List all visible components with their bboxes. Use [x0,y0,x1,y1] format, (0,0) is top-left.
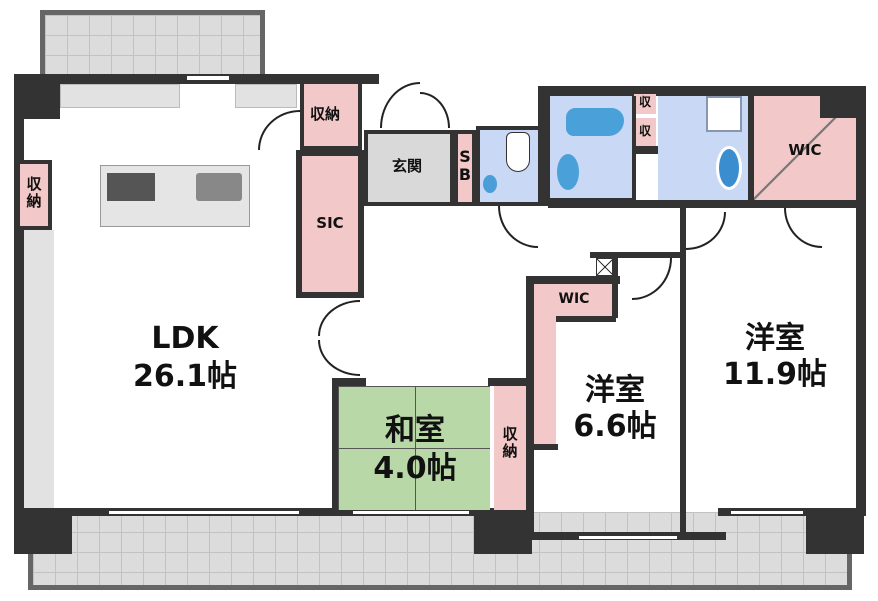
wic-label: WIC [558,291,590,307]
door[interactable] [686,212,726,250]
wall [332,382,338,512]
storage-bath-2 [634,118,656,146]
wall [632,146,658,154]
door[interactable] [498,206,538,248]
door[interactable] [784,208,822,248]
wic-top [754,96,856,200]
door[interactable] [258,110,300,150]
wall [548,200,858,208]
yoshitsu-label: 洋室 [585,373,645,408]
shower-icon [706,96,742,132]
storage-label: 収 [638,124,651,138]
storage-washitsu [494,386,526,510]
wall [526,276,620,284]
bathtub-icon [566,108,624,136]
counter [24,230,54,508]
storage-bath-1 [634,94,656,114]
wall [532,444,558,450]
window [578,535,678,540]
wall [748,96,754,206]
sink-icon [557,154,579,190]
sink-icon [196,173,242,201]
sink-icon [716,146,742,190]
ldk-label: LDK [151,321,219,356]
door[interactable] [632,258,672,300]
wall [488,378,528,386]
wall [590,252,684,258]
counter [60,84,180,108]
stove-icon [107,173,155,201]
yoshitsu-size: 6.6帖 [573,409,657,444]
pillar [14,74,60,119]
door[interactable] [380,82,420,128]
shoe-box [454,130,476,206]
balcony-top [40,10,265,78]
window [730,510,804,515]
wall [538,86,866,96]
window [186,75,230,81]
wall [612,258,618,318]
shoe-box-label: S B [458,147,472,184]
washbasin-icon [483,175,497,193]
washitsu-label: 和室 [385,413,445,448]
wall [14,74,24,524]
wic-label: WIC [788,141,822,159]
wall [632,96,636,206]
wall [332,378,366,386]
window [108,510,300,515]
storage-ldk-top [300,84,362,150]
washitsu [338,386,490,510]
storage-label: 収 [638,95,651,109]
storage-label: 収納 [309,105,340,123]
wic-inner [534,284,616,316]
door[interactable] [420,92,450,128]
window [352,510,470,515]
toilet-icon [506,132,530,172]
sic [296,150,364,298]
sic-label: SIC [316,214,344,232]
washitsu-size: 4.0帖 [373,451,457,486]
wall [526,278,534,534]
door[interactable] [318,300,360,336]
wall [556,316,616,322]
counter [235,84,297,108]
wic-inner [534,316,556,446]
storage-label: 収 納 [502,425,518,460]
genkan-label: 玄関 [391,157,422,175]
ldk-size: 26.1帖 [132,359,238,394]
storage-label: 収 納 [26,175,42,210]
wall [680,208,686,532]
storage-ldk-left [20,160,52,230]
genkan [364,130,454,206]
balcony-bottom [28,512,852,590]
pillar [820,92,866,118]
wall [856,86,866,516]
door[interactable] [318,340,360,376]
yoshitsu-size: 11.9帖 [722,357,828,392]
yoshitsu-label: 洋室 [745,321,805,356]
vent-icon [596,258,614,276]
